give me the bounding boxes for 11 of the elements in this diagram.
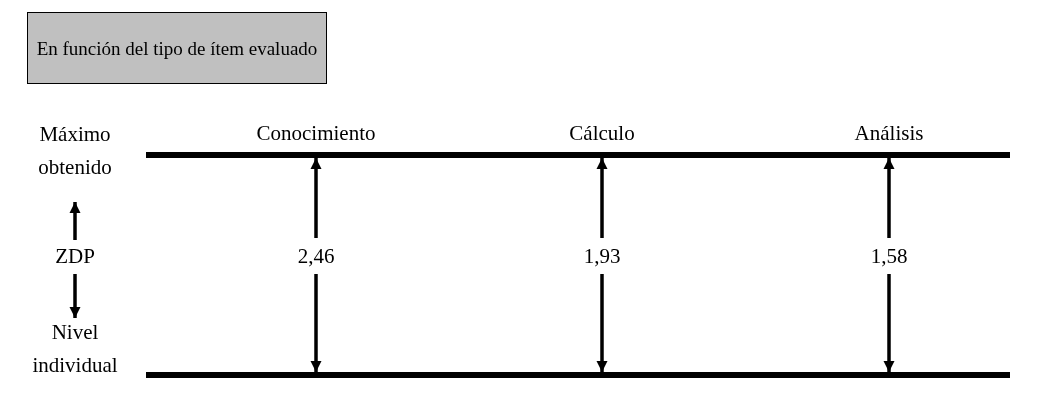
axis-label: Máximo obtenido bbox=[25, 118, 125, 184]
axis-label: Nivel individual bbox=[22, 318, 128, 380]
column-heading: Análisis bbox=[853, 120, 925, 147]
horizontal-bar bbox=[146, 152, 1010, 158]
column-heading: Cálculo bbox=[568, 120, 636, 147]
heading-box: En función del tipo de ítem evaluado bbox=[27, 12, 327, 84]
arrow bbox=[69, 274, 81, 318]
axis-label: ZDP bbox=[45, 242, 105, 270]
horizontal-bar bbox=[146, 372, 1010, 378]
column-heading: Conocimiento bbox=[255, 120, 377, 147]
arrow bbox=[69, 202, 81, 240]
